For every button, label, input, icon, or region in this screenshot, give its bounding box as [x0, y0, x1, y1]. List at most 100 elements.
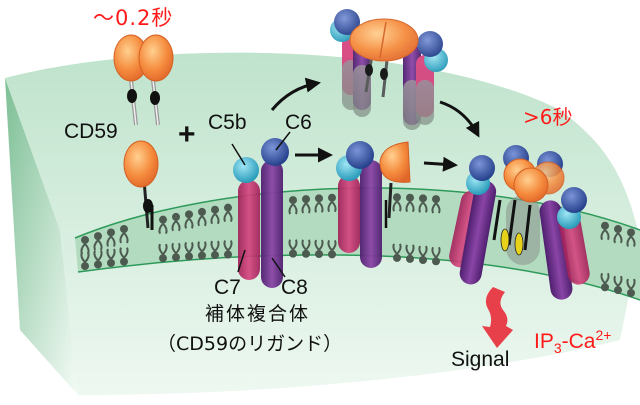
lipid-tail: [119, 247, 129, 260]
lipid-head: [315, 250, 323, 259]
lipid-head: [289, 249, 297, 258]
lipid-tail: [418, 200, 428, 213]
membrane-side-face: [5, 78, 78, 395]
lipid-head: [393, 253, 401, 262]
lipid-tail: [106, 248, 116, 261]
cd59-dimer-bound: [349, 18, 419, 62]
lipid-tail: [171, 219, 181, 232]
c8-rod: [261, 160, 283, 288]
c6-label: C6: [285, 111, 312, 134]
lipid-head: [627, 288, 635, 297]
lipid-head: [224, 203, 232, 212]
lipid-head: [198, 251, 206, 260]
lipid-tail: [80, 251, 90, 264]
lipid-head: [601, 221, 609, 230]
lipid-head: [328, 250, 336, 259]
lipid-tail: [197, 214, 207, 227]
lipid-tail: [184, 216, 194, 229]
time-long-label: >6秒: [523, 105, 573, 129]
lipid-head: [107, 259, 115, 268]
lipid-head: [120, 224, 128, 233]
lipid-head: [419, 256, 427, 265]
ip3-subscript: 3: [553, 340, 562, 357]
lipid-head: [107, 228, 115, 237]
lipid-tail: [197, 241, 207, 254]
ca-superscript: 2+: [595, 327, 612, 343]
lipid-tail: [431, 201, 441, 214]
ca-text: -Ca: [561, 330, 596, 353]
lipid-head: [172, 253, 180, 262]
lipid-head: [328, 193, 336, 202]
lipid-tail: [327, 200, 337, 213]
lipid-head: [120, 257, 128, 266]
lipid-tail: [626, 235, 636, 247]
cd59-monomer-membrane: [123, 140, 159, 230]
lipid-head: [211, 251, 219, 260]
lipid-tail: [158, 243, 168, 256]
lipid-tail: [288, 239, 298, 252]
lipid-head: [159, 254, 167, 263]
lipid-tail: [431, 246, 441, 259]
lipid-tail: [301, 201, 311, 214]
bridged-complex-top: [330, 9, 448, 130]
lipid-head: [302, 195, 310, 204]
lipid-head: [81, 235, 89, 244]
lipid-head: [406, 193, 414, 202]
lipid-molecules: [80, 193, 636, 297]
arrow-to-cluster-1: [423, 156, 458, 172]
lipid-tail: [119, 231, 129, 244]
lipid-head: [419, 194, 427, 203]
plus-sign: +: [178, 118, 196, 151]
c7-label: C7: [214, 276, 241, 299]
lipid-head: [224, 250, 232, 259]
lipid-tail: [288, 202, 298, 215]
lipid-head: [302, 249, 310, 258]
lipid-tail: [314, 239, 324, 252]
lipid-tail: [223, 240, 233, 252]
cd59-monomer-b: [138, 34, 174, 82]
cd59-bound-half: [379, 141, 411, 183]
c5b-sphere: [233, 157, 259, 183]
arrow-to-cluster-2: [439, 100, 480, 138]
c5b-label: C5b: [208, 111, 247, 134]
lipid-head: [406, 254, 414, 263]
lipid-tail: [171, 242, 181, 255]
lipid-tail: [158, 222, 168, 235]
reaction-arrows: [270, 77, 480, 172]
lipid-tail: [600, 272, 610, 285]
lipid-head: [315, 194, 323, 203]
lipid-head: [211, 205, 219, 214]
lipid-tail: [301, 239, 311, 252]
lipid-head: [627, 228, 635, 237]
lipid-tail: [613, 275, 623, 288]
cd59-label: CD59: [64, 120, 118, 143]
lipid-head: [601, 283, 609, 292]
ip3-ca-label: IP3-Ca2+: [534, 328, 611, 355]
intermediate-complex: [336, 141, 411, 268]
lipid-head: [185, 210, 193, 219]
lipid-head: [198, 207, 206, 216]
ip3-prefix: IP: [534, 330, 554, 353]
complex-subtitle: （CD59のリガンド）: [157, 333, 343, 355]
complex-title: 補体複合体: [205, 303, 311, 325]
signal-label: Signal: [451, 348, 510, 371]
lipid-tail: [626, 278, 636, 291]
lipid-tail: [405, 244, 415, 257]
lipid-tail: [184, 241, 194, 254]
lipid-head: [289, 196, 297, 205]
lipid-head: [172, 212, 180, 221]
lipid-head: [94, 232, 102, 241]
cd59-dimer: [113, 34, 174, 126]
lipid-head: [159, 215, 167, 224]
lipid-tail: [80, 242, 90, 255]
lipid-tail: [314, 200, 324, 213]
complement-complex: [231, 131, 291, 288]
mac-cluster: [449, 145, 590, 300]
lipid-tail: [327, 240, 337, 252]
lipid-head: [94, 260, 102, 269]
lipid-tail: [223, 210, 233, 223]
lipid-head: [81, 262, 89, 271]
lipid-head: [432, 195, 440, 204]
